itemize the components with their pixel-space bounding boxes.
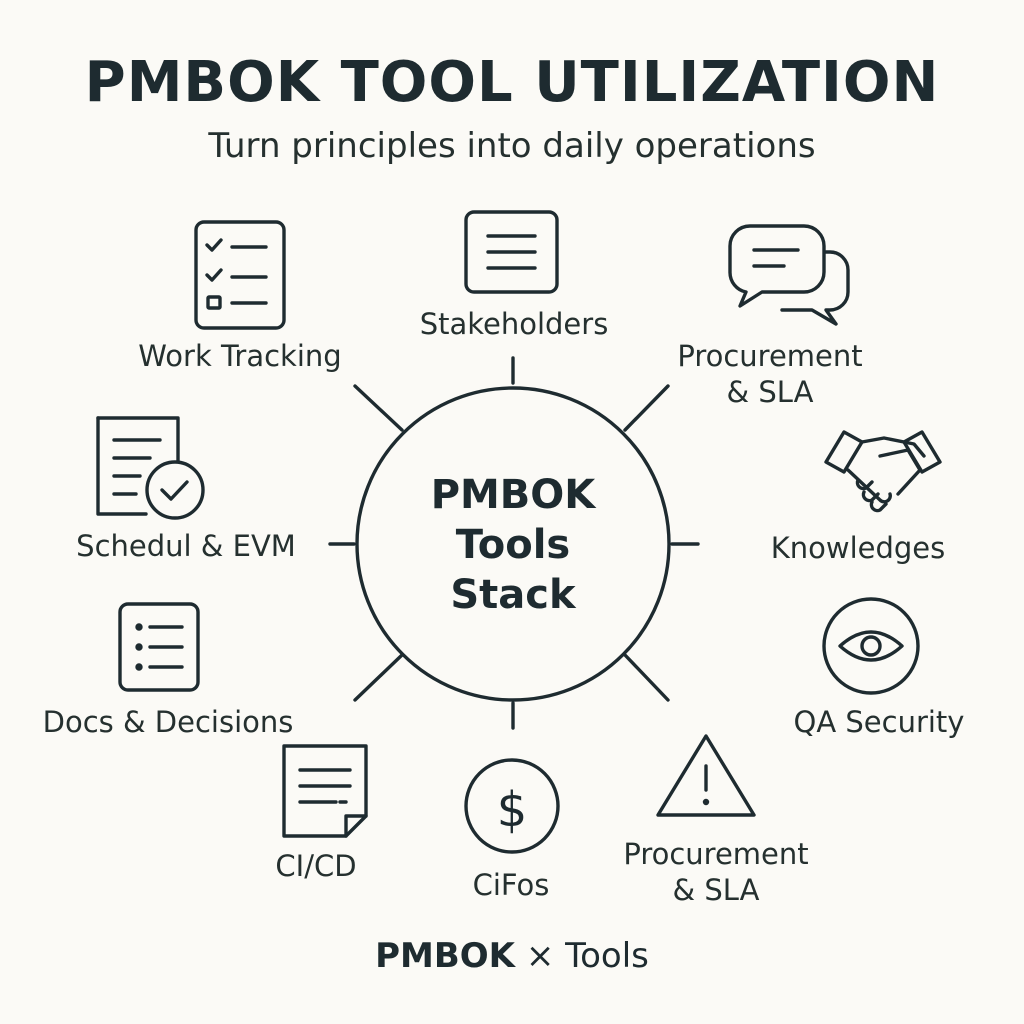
node-label-docs-decisions: Docs & Decisions (42, 705, 294, 739)
procurement-line-2: & SLA (726, 375, 814, 409)
footer-bold: PMBOK (375, 936, 516, 976)
document-lines-icon (464, 210, 559, 294)
spoke-top-right (623, 384, 670, 432)
chat-bubbles-icon (728, 224, 850, 326)
footer-rest: × Tools (515, 936, 649, 976)
document-check-icon (96, 416, 205, 520)
node-label-procurement-sla-bottom: Procurement & SLA (596, 836, 836, 908)
node-label-work-tracking: Work Tracking (138, 339, 342, 373)
center-line-1: PMBOK (430, 472, 596, 518)
node-label-knowledges: Knowledges (770, 531, 946, 565)
spokes (328, 356, 700, 730)
node-label-ci-cd: CI/CD (275, 849, 357, 883)
center-hub-circle (355, 386, 671, 702)
center-line-3: Stack (450, 572, 576, 618)
procurement-line-1: Procurement (623, 837, 809, 871)
spoke-bottom-right (623, 653, 670, 702)
node-label-cifos: CiFos (472, 868, 550, 902)
page-title: PMBOK TOOL UTILIZATION (84, 50, 940, 115)
eye-icon (822, 597, 920, 695)
center-hub-label: PMBOK Tools Stack (378, 470, 648, 620)
node-label-qa-security: QA Security (793, 705, 965, 739)
node-label-procurement-sla-top: Procurement & SLA (650, 338, 890, 410)
footer-tagline: PMBOK × Tools (0, 936, 1024, 976)
procurement-line-1: Procurement (677, 339, 863, 373)
handshake-icon (824, 430, 942, 513)
page-subtitle: Turn principles into daily operations (208, 126, 816, 166)
spoke-bottom-left (353, 653, 404, 702)
warning-triangle-icon (656, 734, 756, 817)
node-label-schedul-evm: Schedul & EVM (76, 529, 296, 563)
center-line-2: Tools (455, 522, 571, 568)
spoke-top-left (353, 384, 404, 432)
svg-text:$: $ (497, 782, 528, 838)
node-label-stakeholders: Stakeholders (419, 307, 609, 341)
dollar-coin-icon: $ (464, 758, 560, 854)
checklist-icon (194, 220, 286, 330)
procurement-line-2: & SLA (672, 873, 760, 907)
bullet-list-icon (118, 602, 200, 692)
note-page-icon (282, 744, 368, 838)
